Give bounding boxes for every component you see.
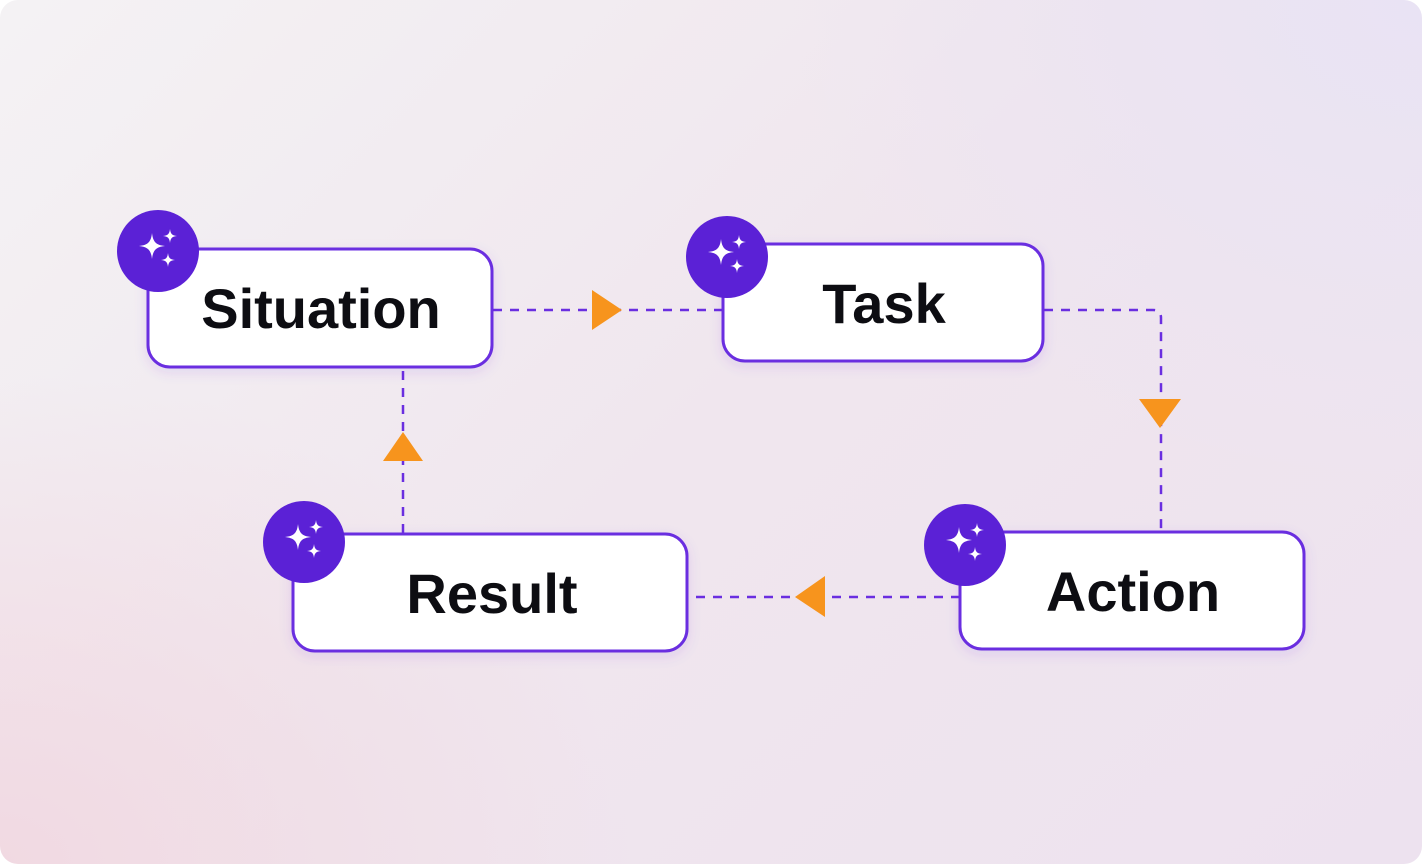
badge bbox=[686, 216, 768, 298]
node-label: Action bbox=[1046, 560, 1220, 623]
node-action: Action bbox=[924, 504, 1306, 651]
badge bbox=[924, 504, 1006, 586]
arrowheads bbox=[383, 290, 1181, 617]
node-box bbox=[146, 247, 494, 369]
node-result: Result bbox=[263, 501, 689, 653]
node-box bbox=[291, 532, 689, 653]
connector-task-action bbox=[1044, 308, 1163, 531]
badge bbox=[263, 501, 345, 583]
arrow-left-icon bbox=[795, 576, 825, 617]
arrow-right-icon bbox=[592, 290, 622, 330]
node-label: Task bbox=[822, 272, 946, 335]
badge bbox=[117, 210, 199, 292]
node-label: Situation bbox=[201, 277, 441, 340]
node-box bbox=[721, 242, 1045, 363]
node-label: Result bbox=[406, 562, 577, 625]
node-box bbox=[958, 530, 1306, 651]
arrow-up-icon bbox=[383, 432, 423, 461]
node-situation: Situation bbox=[117, 210, 494, 369]
node-task: Task bbox=[686, 216, 1045, 363]
arrow-down-icon bbox=[1139, 399, 1181, 428]
